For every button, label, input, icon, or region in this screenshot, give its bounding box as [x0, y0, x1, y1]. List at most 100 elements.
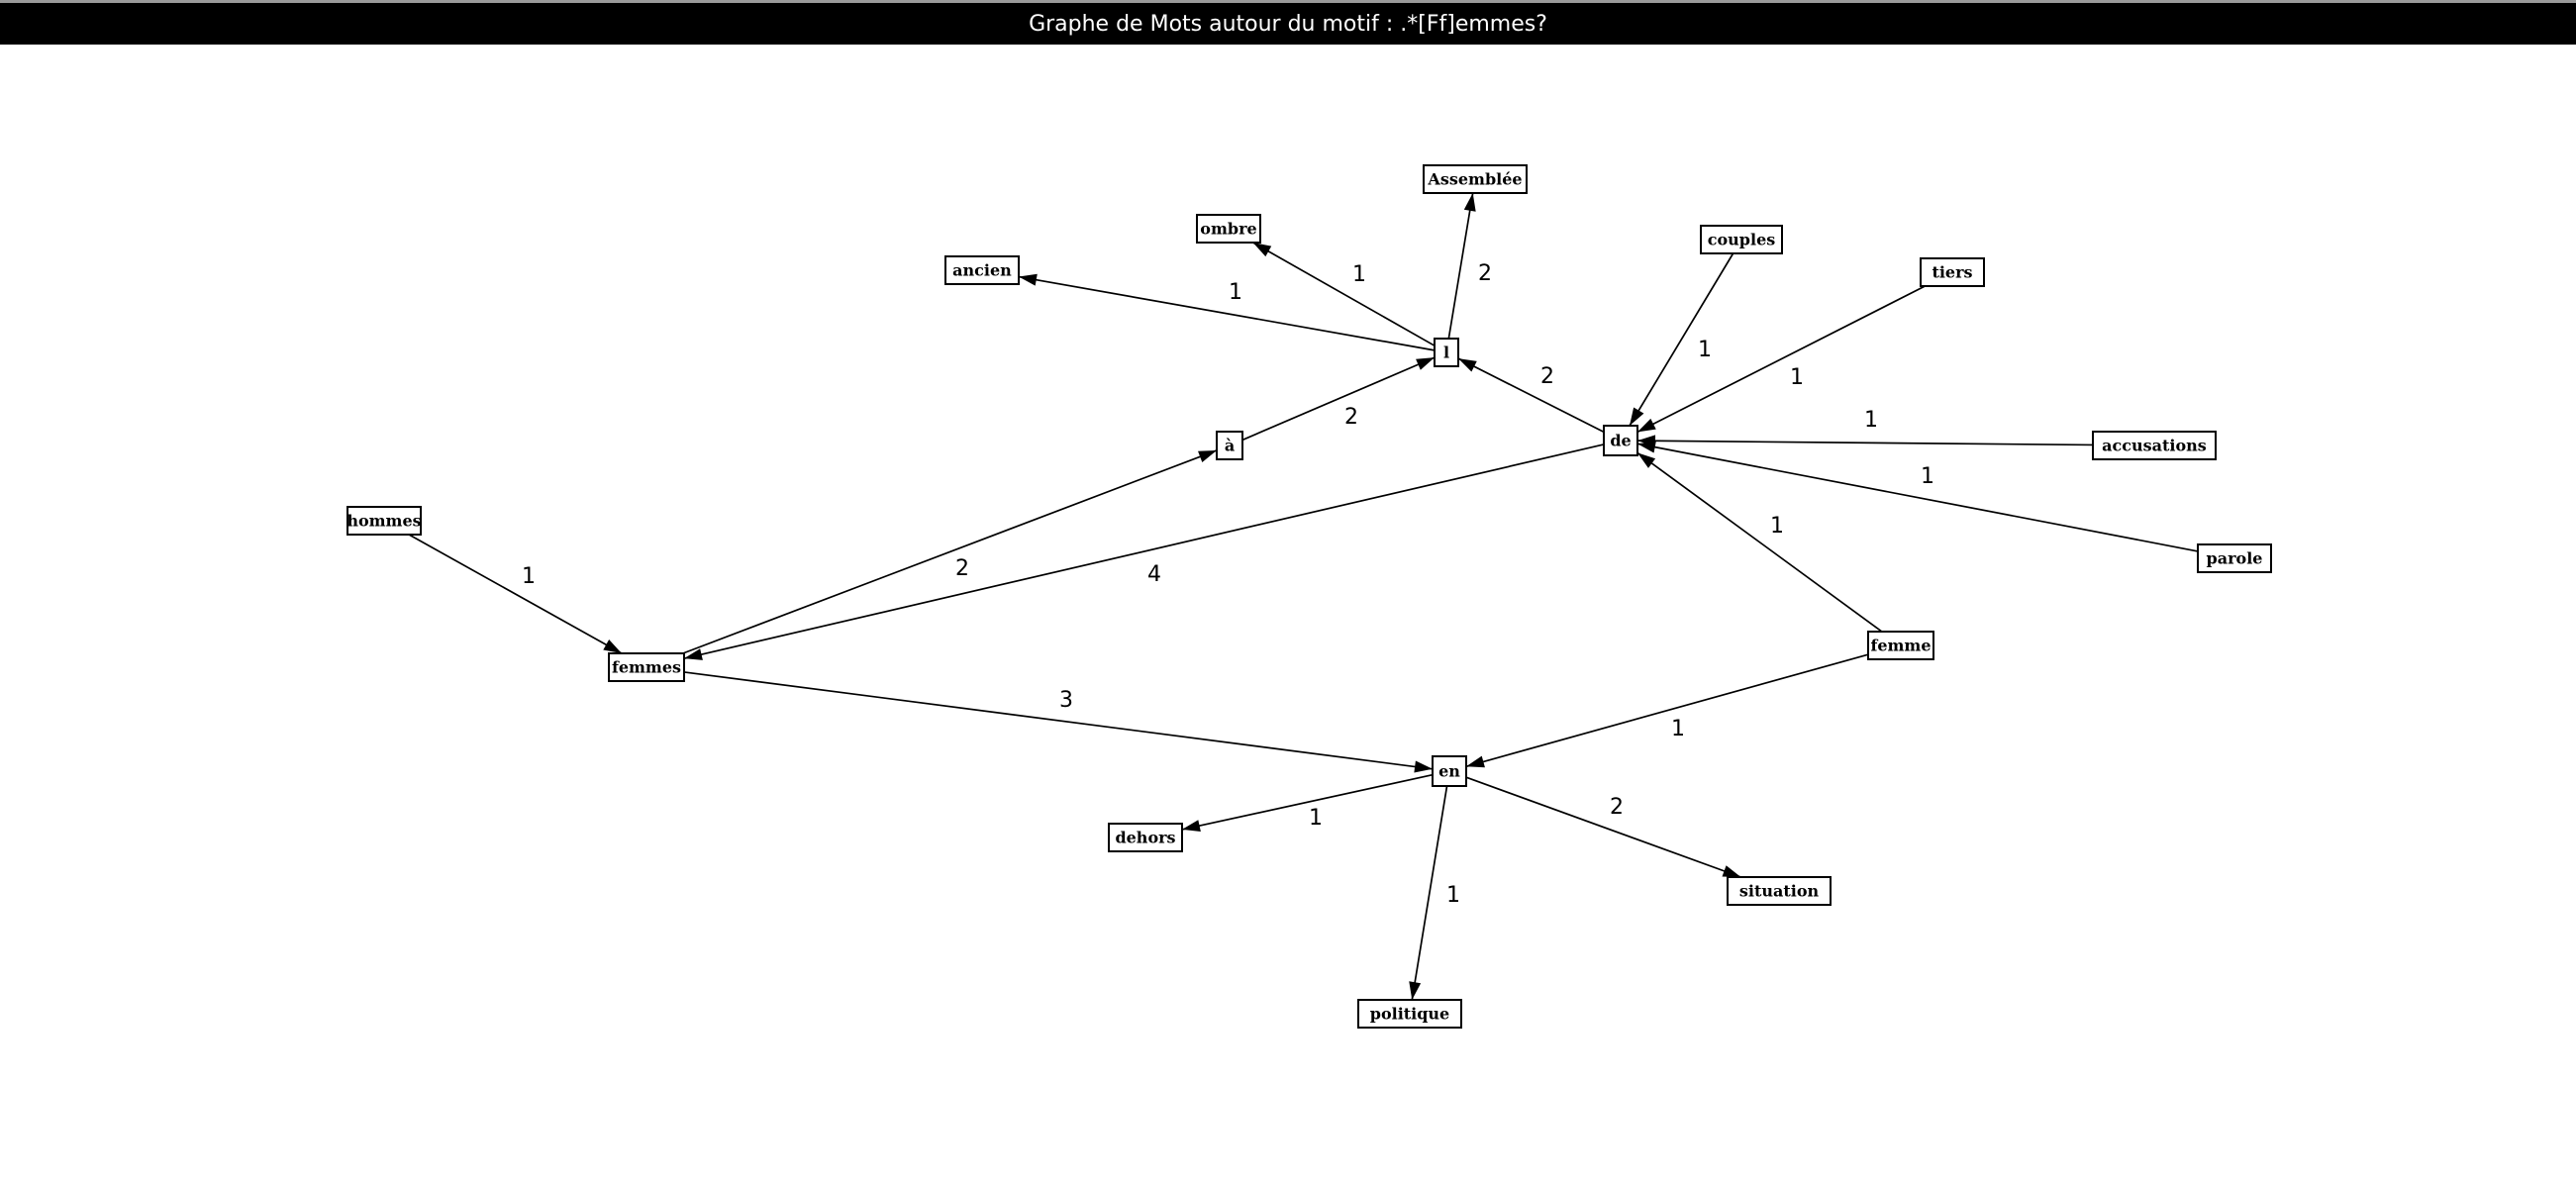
node-box	[608, 652, 685, 682]
edge-femmes-to-en	[683, 671, 1434, 770]
edge-weight-l-to-assemblee: 2	[1478, 261, 1492, 286]
edge-weight-tiers-to-de: 1	[1790, 365, 1804, 390]
node-situation[interactable]: situation	[1727, 876, 1832, 906]
node-ancien[interactable]: ancien	[944, 255, 1020, 285]
edge-l-to-assemblee	[1447, 192, 1474, 340]
node-label: couples	[1708, 231, 1776, 249]
node-label: tiers	[1932, 263, 1972, 282]
edge-de-to-femmes	[683, 443, 1605, 659]
arrowhead-l-to-assemblee	[1463, 193, 1476, 212]
node-tiers[interactable]: tiers	[1920, 257, 1985, 287]
node-couples[interactable]: couples	[1700, 225, 1783, 254]
node-label: accusations	[2102, 437, 2207, 455]
edge-weight-couples-to-de: 1	[1698, 338, 1712, 362]
node-parole[interactable]: parole	[2197, 543, 2272, 573]
edge-tiers-to-de	[1636, 285, 1926, 434]
nodes-layer: hommes femmes à l ancien ombre Assemblée de coup…	[347, 164, 2272, 1029]
node-box	[1603, 425, 1638, 456]
arrowhead-l-to-ombre	[1252, 243, 1272, 257]
node-hommes[interactable]: hommes	[347, 506, 422, 536]
node-box	[1357, 999, 1462, 1029]
window-title-bar: Graphe de Mots autour du motif : .*[Ff]e…	[0, 0, 2576, 45]
arrowhead-femmes-to-a	[1198, 449, 1217, 462]
edges-layer	[408, 192, 2199, 1001]
edge-en-to-dehors	[1181, 773, 1434, 831]
edge-weight-femme-to-en: 1	[1671, 717, 1685, 741]
edge-weight-hommes-to-femmes: 1	[522, 564, 536, 589]
node-en[interactable]: en	[1432, 755, 1467, 787]
node-box	[1700, 225, 1783, 254]
edge-weight-en-to-situation: 2	[1610, 795, 1624, 820]
node-dehors[interactable]: dehors	[1108, 823, 1183, 852]
edge-femme-to-de	[1636, 451, 1883, 633]
arrowhead-femmes-to-en	[1414, 760, 1433, 773]
edge-weight-l-to-ancien: 1	[1229, 280, 1242, 305]
node-accusations[interactable]: accusations	[2092, 431, 2217, 460]
edge-femmes-to-a	[682, 449, 1218, 654]
arrowhead-parole-to-de	[1637, 441, 1656, 453]
edge-weight-femmes-to-a: 2	[955, 556, 969, 581]
arrowhead-en-to-dehors	[1182, 820, 1201, 832]
node-box	[944, 255, 1020, 285]
node-femme[interactable]: femme	[1867, 631, 1934, 660]
node-label: ancien	[952, 261, 1012, 280]
arrowhead-tiers-to-de	[1637, 418, 1656, 433]
node-l[interactable]: l	[1434, 338, 1459, 367]
node-label: femme	[1870, 637, 1931, 655]
node-box	[1216, 431, 1243, 460]
node-box	[1434, 338, 1459, 367]
window-title: Graphe de Mots autour du motif : .*[Ff]e…	[1029, 11, 1547, 37]
node-de[interactable]: de	[1603, 425, 1638, 456]
node-label: dehors	[1115, 829, 1175, 847]
arrowhead-en-to-politique	[1409, 981, 1422, 1000]
arrowhead-femme-to-en	[1466, 755, 1485, 768]
edge-en-to-politique	[1411, 785, 1448, 1001]
node-femmes[interactable]: femmes	[608, 652, 685, 682]
node-politique[interactable]: politique	[1357, 999, 1462, 1029]
node-label: femmes	[612, 658, 681, 677]
node-box	[347, 506, 422, 536]
node-assemblee[interactable]: Assemblée	[1423, 164, 1528, 194]
node-box	[1432, 755, 1467, 787]
arrowhead-a-to-l	[1416, 357, 1435, 370]
node-label: politique	[1370, 1005, 1449, 1024]
node-box	[1867, 631, 1934, 660]
edge-weight-a-to-l: 2	[1344, 405, 1358, 430]
edge-weight-en-to-dehors: 1	[1309, 806, 1323, 831]
edge-weight-en-to-politique: 1	[1446, 883, 1460, 908]
arrowhead-en-to-situation	[1722, 865, 1741, 877]
arrowhead-hommes-to-femmes	[603, 639, 622, 653]
edge-weight-femmes-to-en: 3	[1059, 688, 1073, 713]
node-box	[1727, 876, 1832, 906]
node-label: l	[1443, 344, 1449, 362]
node-ombre[interactable]: ombre	[1196, 214, 1261, 244]
edge-l-to-ombre	[1252, 242, 1436, 346]
node-box	[1108, 823, 1183, 852]
node-label: de	[1610, 432, 1631, 450]
node-box	[1196, 214, 1261, 244]
node-box	[2092, 431, 2217, 460]
edge-accusations-to-de	[1636, 440, 2094, 446]
edge-en-to-situation	[1465, 776, 1741, 878]
edge-parole-to-de	[1636, 443, 2199, 552]
node-box	[1423, 164, 1528, 194]
edge-l-to-ancien	[1018, 275, 1436, 351]
arrowhead-de-to-l	[1458, 358, 1477, 372]
node-a[interactable]: à	[1216, 431, 1243, 460]
edge-weight-femme-to-de: 1	[1770, 514, 1784, 539]
arrowhead-couples-to-de	[1630, 407, 1644, 426]
node-label: situation	[1739, 882, 1820, 901]
node-label: en	[1438, 762, 1460, 781]
node-label: Assemblée	[1427, 170, 1522, 189]
node-box	[2197, 543, 2272, 573]
node-label: à	[1225, 437, 1235, 455]
edge-de-to-l	[1457, 357, 1605, 434]
edge-weight-parole-to-de: 1	[1921, 464, 1934, 489]
node-label: ombre	[1200, 220, 1256, 239]
arrowhead-l-to-ancien	[1019, 273, 1038, 286]
edge-femme-to-en	[1465, 653, 1869, 768]
node-box	[1920, 257, 1985, 287]
edge-weight-accusations-to-de: 1	[1864, 408, 1878, 433]
